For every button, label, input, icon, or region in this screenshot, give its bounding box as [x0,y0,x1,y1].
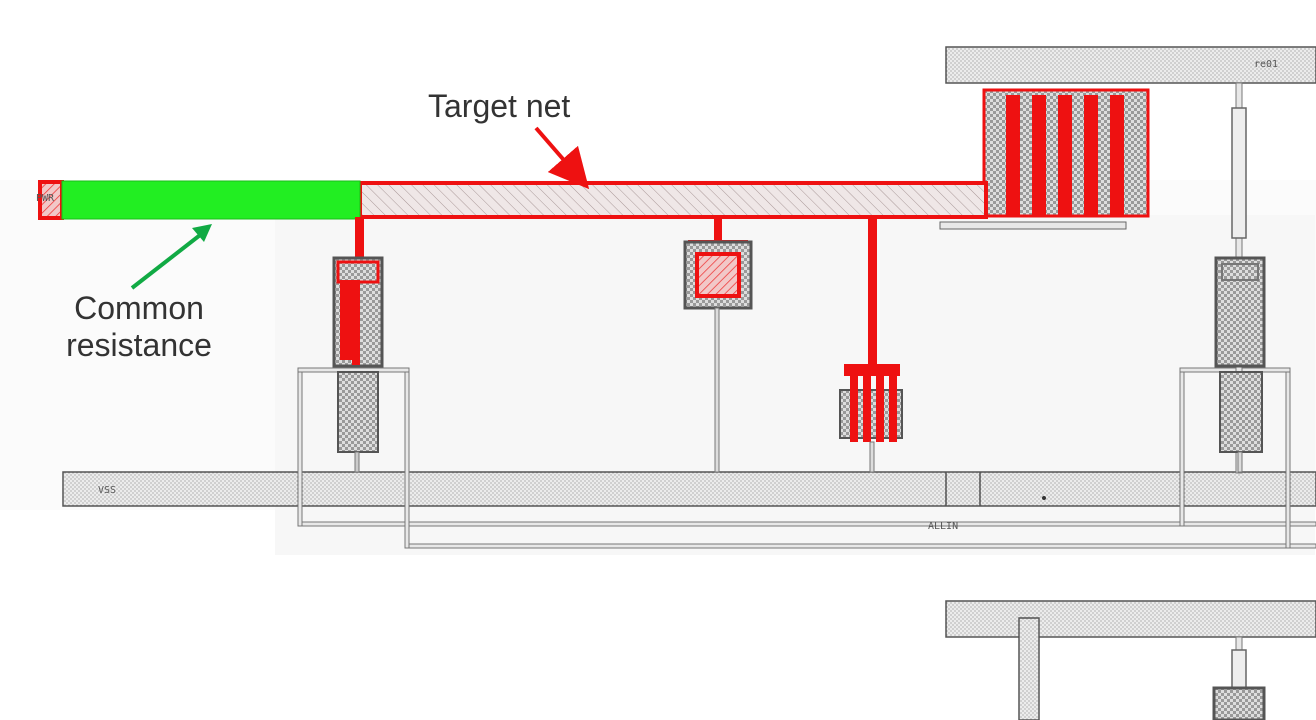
target-net-label: Target net [428,88,571,124]
rm-tie [869,441,875,473]
middle-cell-plate [695,252,741,298]
allin-line-2 [406,543,1316,549]
far-right-lower [1219,371,1263,453]
far-right-contact [1221,263,1259,281]
rm-finger [889,372,897,442]
far-right-tie [1237,451,1243,473]
finger [1032,95,1046,215]
drop-right [868,217,877,367]
left-tie [354,451,360,473]
vss-rail [62,471,1316,507]
via-dot [1042,496,1046,500]
allin-label: ALLIN [928,521,958,532]
allin-vertical-right [1179,369,1185,527]
allin-vertical-right-2 [1285,369,1291,549]
allin-vertical-2 [404,369,410,549]
left-transistor-finger [340,280,352,360]
drop-left [355,217,364,267]
common-resistance-arrow [130,230,206,290]
finger [1110,95,1124,215]
bottom-right-pillar [1018,617,1040,720]
common-resistance-label-line1: Common [74,290,204,326]
bottom-right-strip [1231,649,1247,691]
rm-finger [863,372,871,442]
left-transistor-lower [337,371,379,453]
common-resistance-label: Common resistance [62,290,216,364]
top-right-rail [945,46,1316,84]
bottom-contact-strip [939,221,1127,230]
multi-finger-outline [982,88,1150,218]
allin-vertical [297,369,303,527]
target-net-arrow [534,126,590,190]
rm-finger [876,372,884,442]
pwr-label: PWR [36,193,55,204]
common-resistance-segment [61,180,361,220]
right-vertical-strip [1231,107,1247,239]
finger [1006,95,1020,215]
vss-label: VSS [98,485,116,496]
finger [1084,95,1098,215]
left-transistor-finger [352,280,360,365]
finger-group [1006,95,1124,215]
rail-label-re01: re01 [1254,59,1278,70]
bottom-right-rail [945,600,1316,638]
drop-middle [714,217,722,243]
common-resistance-arrowhead [192,224,212,242]
allin-line [299,521,1316,527]
target-net-bar [358,181,988,219]
common-resistance-label-line2: resistance [66,326,212,363]
far-right-transistor [1214,256,1266,368]
middle-cell-tie [714,307,720,473]
finger [1058,95,1072,215]
rm-finger [850,372,858,442]
bottom-right-transistor [1212,686,1266,720]
